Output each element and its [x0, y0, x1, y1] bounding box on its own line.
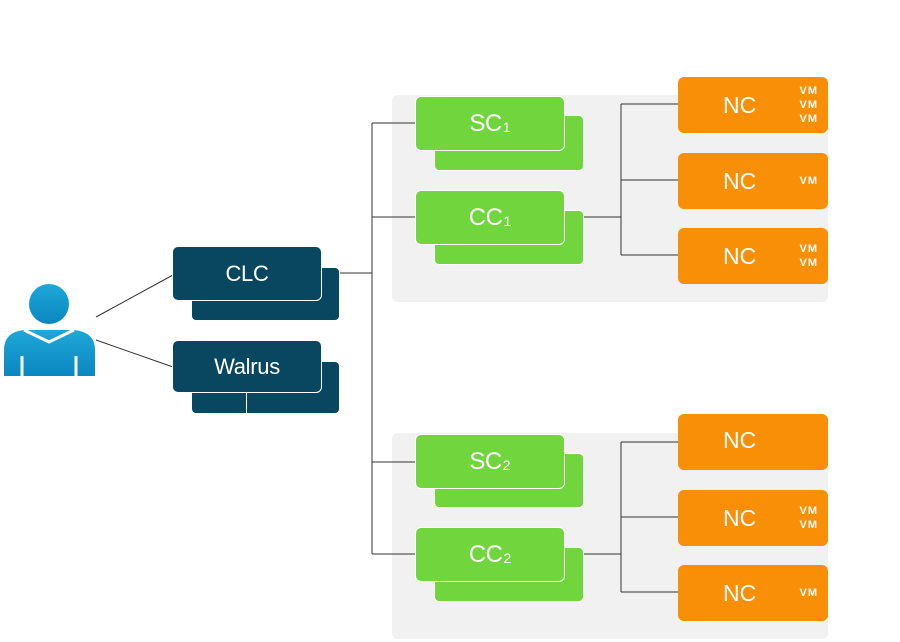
- nc-label: NC: [723, 91, 757, 118]
- vm-list: VM VM: [800, 228, 819, 284]
- cc2-label: CC: [468, 540, 503, 568]
- vm-badge: VM: [799, 85, 818, 97]
- cc1-subscript: 1: [503, 212, 512, 229]
- clc-label: CLC: [225, 260, 269, 286]
- vm-badge: VM: [799, 99, 818, 111]
- user-to-clc-line: [95, 274, 174, 318]
- vm-badge: VM: [799, 587, 818, 599]
- nc-node[interactable]: NC VM VM VM: [678, 77, 828, 133]
- vm-list: VM VM: [800, 490, 819, 546]
- vm-badge: VM: [799, 175, 818, 187]
- nc-label: NC: [723, 504, 757, 531]
- nc-node[interactable]: NC VM VM: [678, 228, 828, 284]
- nc-label: NC: [723, 242, 757, 269]
- vm-badge: VM: [799, 113, 818, 125]
- walrus-label: Walrus: [214, 353, 280, 379]
- nc-node[interactable]: NC VM VM: [678, 490, 828, 546]
- vm-badge: VM: [799, 243, 818, 255]
- vm-list: VM: [800, 565, 819, 621]
- clc-node[interactable]: CLC: [172, 246, 322, 301]
- user-icon: [4, 284, 95, 376]
- sc1-subscript: 1: [502, 118, 511, 135]
- nc-label: NC: [723, 167, 757, 194]
- nc-node[interactable]: NC: [678, 414, 828, 470]
- sc2-subscript: 2: [502, 456, 511, 473]
- nc-label: NC: [723, 579, 757, 606]
- nc-label: NC: [723, 426, 757, 453]
- vm-list: VM: [800, 153, 819, 209]
- nc-node[interactable]: NC VM: [678, 565, 828, 621]
- vm-list: VM VM VM: [800, 77, 819, 133]
- cc2-subscript: 2: [503, 549, 512, 566]
- user-to-walrus-line: [95, 339, 174, 368]
- walrus-node[interactable]: Walrus: [172, 340, 322, 393]
- vm-badge: VM: [799, 257, 818, 269]
- vm-badge: VM: [799, 519, 818, 531]
- sc1-label: SC: [469, 109, 502, 137]
- vm-badge: VM: [799, 505, 818, 517]
- sc2-label: SC: [469, 447, 502, 475]
- cc1-label: CC: [468, 203, 503, 231]
- nc-node[interactable]: NC VM: [678, 153, 828, 209]
